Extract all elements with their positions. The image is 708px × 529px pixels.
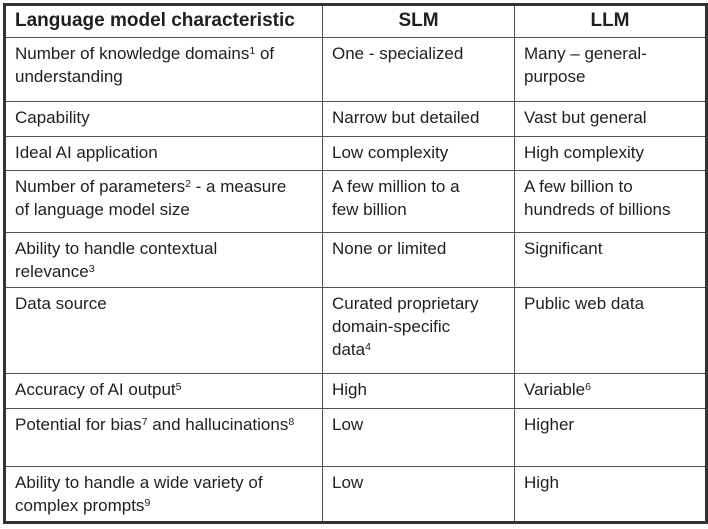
characteristic-cell: Potential for bias7 and hallucinations8: [4, 408, 323, 467]
table-row: Ideal AI application Low complexity High…: [4, 136, 707, 171]
table-row: Ability to handle a wide variety of comp…: [4, 466, 707, 523]
header-characteristic: Language model characteristic: [4, 4, 323, 38]
table-row: Ability to handle contextual relevance3 …: [4, 232, 707, 288]
table-row: Accuracy of AI output5 High Variable6: [4, 373, 707, 409]
header-slm: SLM: [322, 4, 515, 38]
slm-cell: Low: [322, 466, 515, 523]
table-row: Number of parameters2 - a measure of lan…: [4, 170, 707, 233]
characteristic-cell: Ideal AI application: [4, 136, 323, 171]
table-row: Number of knowledge domains1 of understa…: [4, 37, 707, 102]
slm-cell: A few million to a few billion: [322, 170, 515, 233]
llm-cell: High complexity: [514, 136, 707, 171]
llm-cell: Public web data: [514, 287, 707, 374]
characteristic-cell: Data source: [4, 287, 323, 374]
table-body: Number of knowledge domains1 of understa…: [4, 37, 707, 523]
header-llm: LLM: [514, 4, 707, 38]
table-header: Language model characteristic SLM LLM: [4, 4, 707, 38]
characteristic-cell: Accuracy of AI output5: [4, 373, 323, 409]
table-row: Potential for bias7 and hallucinations8 …: [4, 408, 707, 467]
slm-cell: Curated proprietary domain-specific data…: [322, 287, 515, 374]
characteristic-cell: Number of knowledge domains1 of understa…: [4, 37, 323, 102]
comparison-table: Language model characteristic SLM LLM Nu…: [3, 3, 708, 524]
llm-cell: Many – general-purpose: [514, 37, 707, 102]
characteristic-cell: Capability: [4, 101, 323, 137]
slm-cell: Narrow but detailed: [322, 101, 515, 137]
slm-cell: Low: [322, 408, 515, 467]
characteristic-cell: Ability to handle a wide variety of comp…: [4, 466, 323, 523]
slm-cell: One - specialized: [322, 37, 515, 102]
slm-cell: None or limited: [322, 232, 515, 288]
llm-cell: Variable6: [514, 373, 707, 409]
table-row: Data source Curated proprietary domain-s…: [4, 287, 707, 374]
characteristic-cell: Number of parameters2 - a measure of lan…: [4, 170, 323, 233]
header-row: Language model characteristic SLM LLM: [4, 4, 707, 38]
llm-cell: Higher: [514, 408, 707, 467]
table-row: Capability Narrow but detailed Vast but …: [4, 101, 707, 137]
llm-cell: High: [514, 466, 707, 523]
slm-cell: Low complexity: [322, 136, 515, 171]
llm-cell: A few billion to hundreds of billions: [514, 170, 707, 233]
characteristic-cell: Ability to handle contextual relevance3: [4, 232, 323, 288]
llm-cell: Vast but general: [514, 101, 707, 137]
llm-cell: Significant: [514, 232, 707, 288]
slm-cell: High: [322, 373, 515, 409]
